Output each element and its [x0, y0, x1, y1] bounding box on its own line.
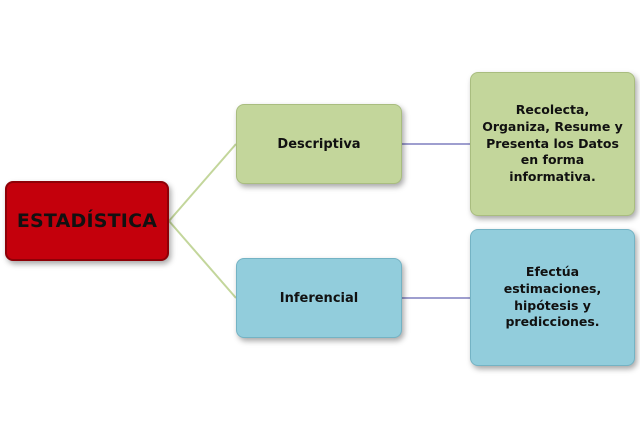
detail-node-text: Efectúa estimaciones, hipótesis y predic… [503, 263, 602, 330]
connector-root-to-inferencial [168, 220, 237, 299]
branch-node-label: Inferencial [279, 290, 359, 306]
branch-node-label: Descriptiva [277, 136, 361, 152]
detail-node-text: Recolecta, Organiza, Resume y Presenta l… [482, 101, 623, 185]
root-node-label: ESTADÍSTICA [16, 210, 158, 232]
branch-node-inferencial: Inferencial [236, 258, 402, 338]
branch-node-descriptiva: Descriptiva [236, 104, 402, 184]
detail-node-inferencial: Efectúa estimaciones, hipótesis y predic… [470, 229, 635, 366]
root-node-estadistica: ESTADÍSTICA [5, 181, 169, 261]
detail-node-descriptiva: Recolecta, Organiza, Resume y Presenta l… [470, 72, 635, 216]
connector-root-to-descriptiva [168, 143, 237, 222]
